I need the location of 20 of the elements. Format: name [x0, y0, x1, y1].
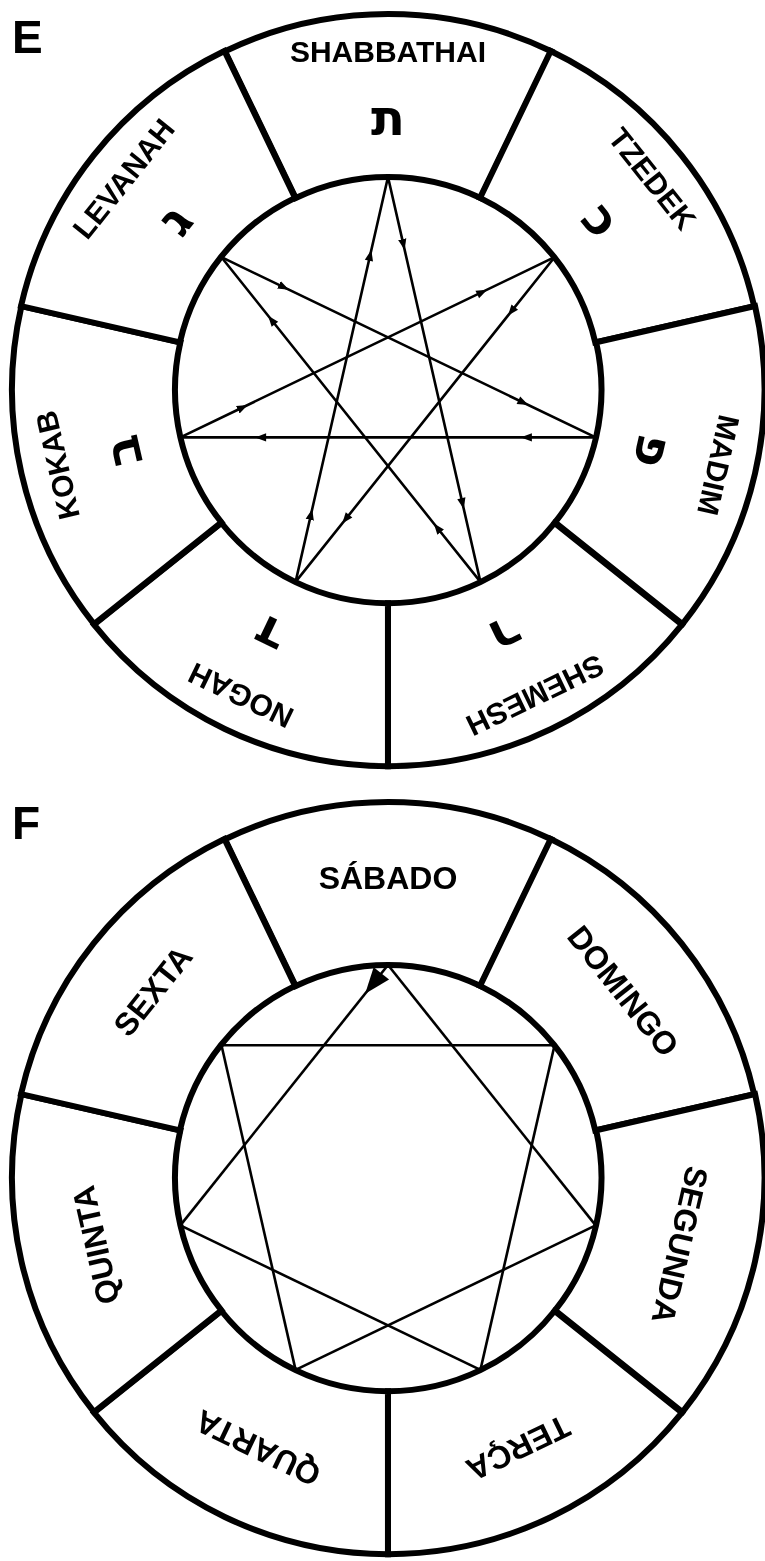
hebrew-letter: ב: [95, 430, 151, 471]
hebrew-letter: פ: [625, 428, 682, 473]
planet-name: MADIM: [691, 412, 744, 519]
hebrew-letter: ד: [245, 606, 295, 664]
panel-letter: F: [12, 800, 41, 846]
hebrew-letter: ת: [370, 93, 406, 143]
arrow: [220, 256, 597, 439]
arrow: [180, 433, 596, 442]
hebrew-letter: כ: [572, 193, 629, 248]
star-line: [479, 1044, 556, 1371]
arrow: [220, 256, 482, 583]
weekday-name: QUINTA: [66, 1182, 125, 1307]
arrow: [294, 256, 556, 583]
planet-name: SHABBATHAI: [289, 37, 487, 67]
star-line: [221, 1043, 555, 1047]
panel-letter: E: [12, 14, 43, 60]
hebrew-letter: ר: [481, 606, 531, 665]
weekday-name: SÁBADO: [318, 862, 458, 894]
planet-name: KOKAB: [31, 408, 86, 523]
star-line: [220, 1044, 297, 1371]
